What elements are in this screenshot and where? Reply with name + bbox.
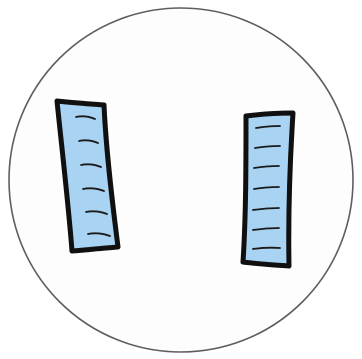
right-striped-strip bbox=[243, 113, 293, 266]
right-strip-body bbox=[243, 113, 293, 266]
enclosing-circle bbox=[9, 8, 353, 352]
